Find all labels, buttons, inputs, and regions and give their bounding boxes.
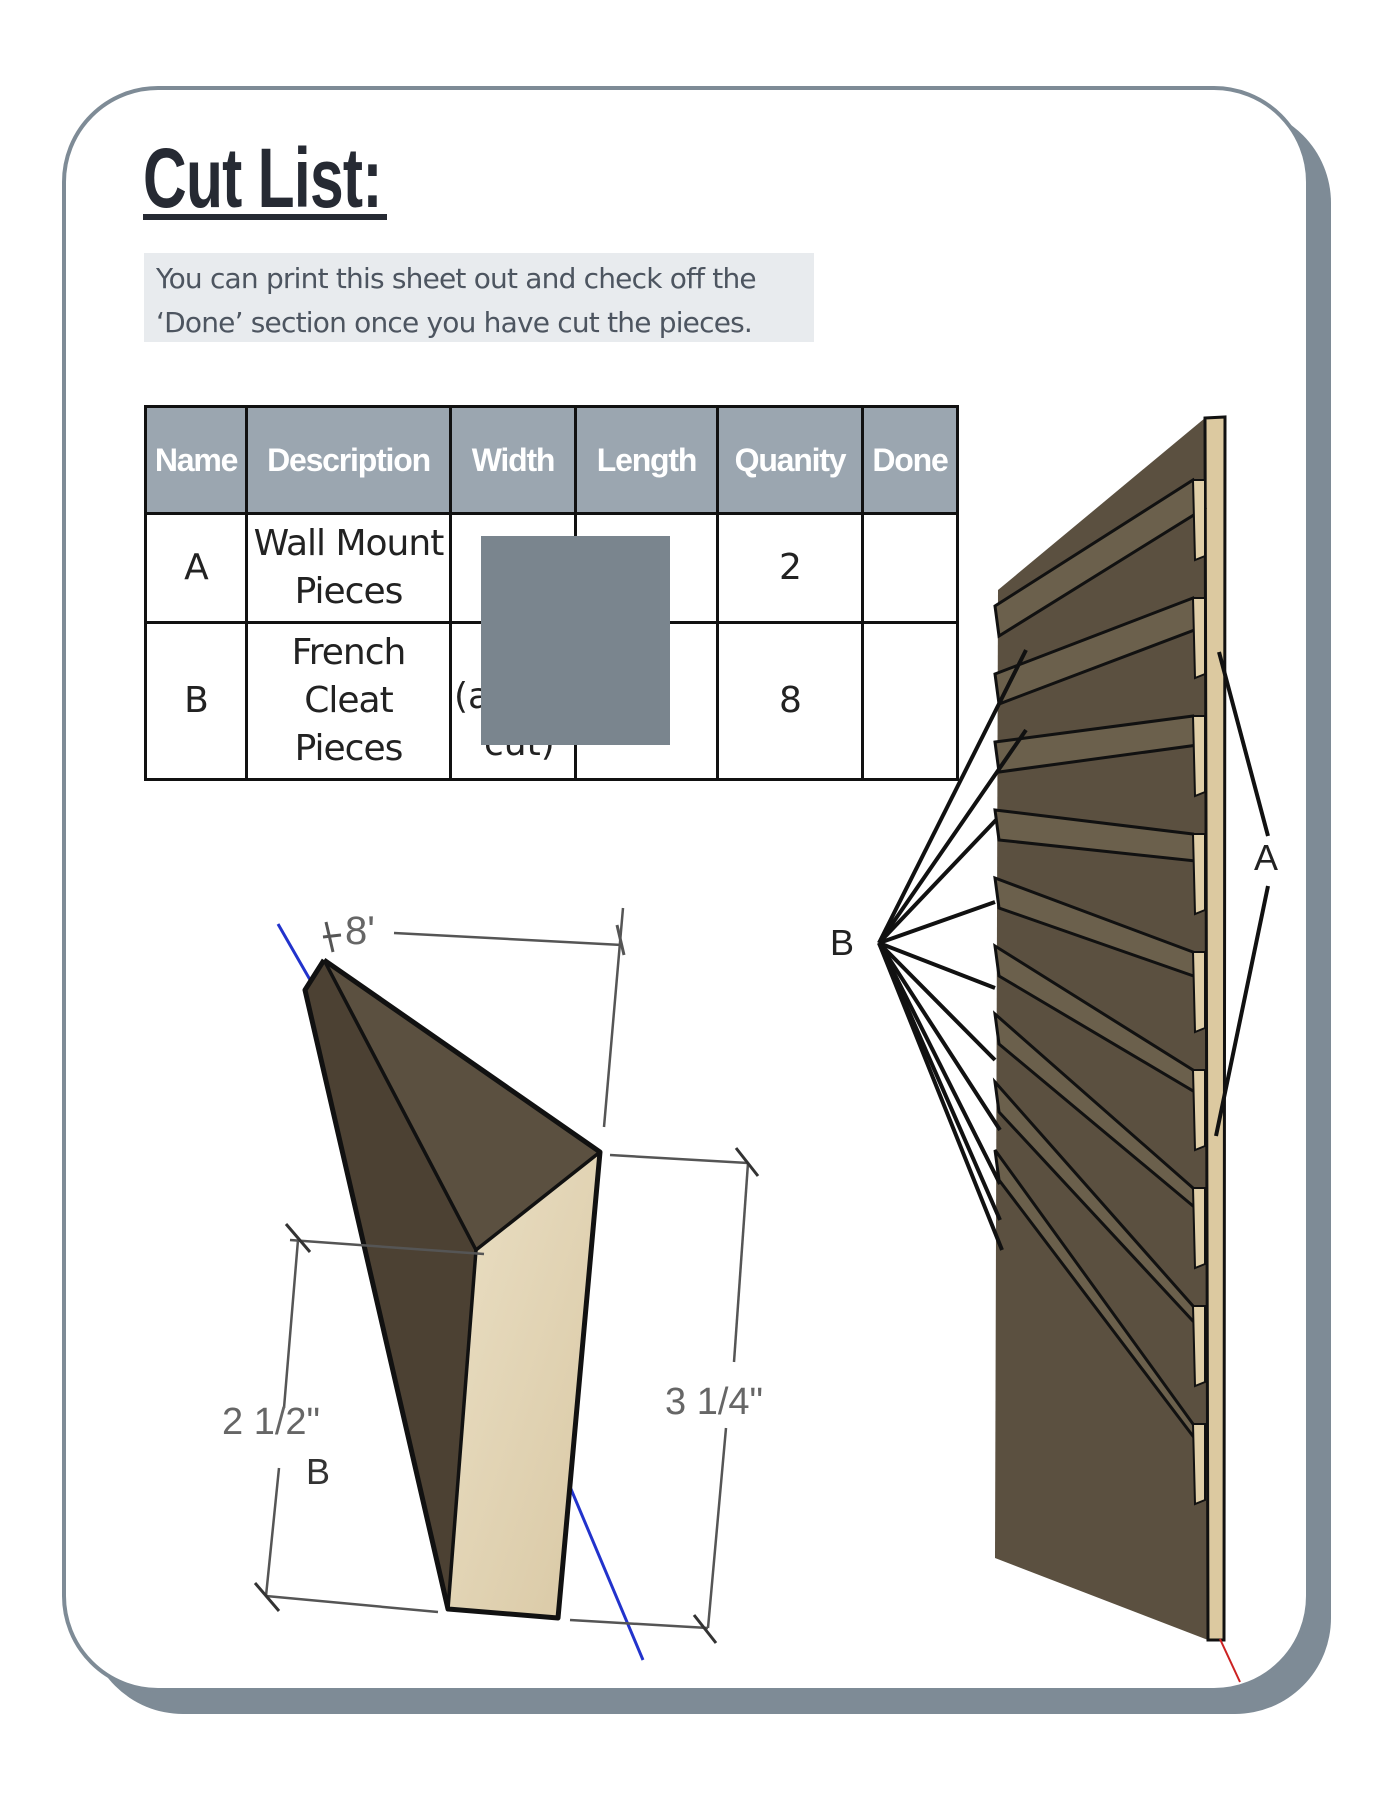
dim-length-line: [393, 931, 623, 947]
dim-length-tick-cross: [322, 933, 342, 939]
dim-height-line-upper: [282, 1239, 300, 1409]
leader-b-6: [877, 941, 997, 1062]
leader-b-3: [877, 818, 998, 945]
redaction-box: [481, 536, 670, 745]
dim-height-tick-bottom: [253, 1582, 281, 1612]
assembly-label-b: B: [830, 922, 854, 963]
cleat-4: [993, 808, 1208, 916]
instruction-note: You can print this sheet out and check o…: [144, 253, 814, 342]
cell-description: Wall Mount Pieces: [245, 512, 452, 624]
cleat-3: [993, 714, 1208, 798]
note-line-2: ‘Done’ section once you have cut the pie…: [156, 306, 753, 339]
cleat-9: [993, 1149, 1207, 1506]
dim-height-label: 2 1/2": [222, 1401, 320, 1443]
dim-width-tick-bottom: [692, 1614, 718, 1644]
cell-done-checkbox[interactable]: [861, 512, 959, 624]
cleat-6: [993, 943, 1209, 1152]
cleat-7: [992, 1010, 1207, 1270]
header-width: Width: [449, 405, 577, 515]
piece-label-b: B: [306, 1451, 330, 1492]
leader-b-2: [877, 728, 1028, 945]
header-length: Length: [574, 405, 719, 515]
desc-line-1: Wall Mount: [253, 523, 445, 564]
french-cleats: [992, 477, 1209, 1506]
note-line-1: You can print this sheet out and check o…: [156, 262, 757, 295]
cleat-end-face: [1191, 1069, 1206, 1152]
header-quantity: Quanity: [716, 405, 864, 515]
cleat-end-face: [448, 1152, 600, 1618]
dim-width-extension-bottom: [569, 1618, 709, 1630]
cleat-piece-drawing: 8' 2 1/2" B 3 1/4": [222, 907, 763, 1661]
cleat-end-face: [1191, 1305, 1206, 1388]
dim-width-label: 3 1/4": [665, 1381, 763, 1423]
dim-height-tick-top: [284, 1223, 312, 1253]
cell-quantity: 8: [716, 621, 864, 781]
leader-a-lower: [1214, 885, 1270, 1137]
cleat-outline: [302, 957, 603, 1621]
dim-length-extension: [602, 907, 625, 1128]
cleat-end-face: [1191, 833, 1206, 916]
cell-quantity: 2: [716, 512, 864, 624]
cell-description: French Cleat Pieces: [245, 621, 452, 781]
desc-line-1: French Cleat: [291, 632, 407, 721]
desc-line-2: Pieces: [294, 728, 404, 769]
axis-line-blue-bottom: [566, 1481, 645, 1661]
cleat-end-face: [1191, 1423, 1206, 1506]
dim-width-line-lower: [706, 1427, 728, 1629]
cleat-top-face: [324, 960, 600, 1250]
table-row: B French Cleat Pieces 8: [144, 621, 959, 781]
dim-length-label: 8': [345, 909, 375, 953]
cell-name: A: [144, 512, 248, 624]
dim-width-extension-top: [609, 1153, 749, 1165]
leader-lines-b: [877, 649, 1028, 1251]
cell-done-checkbox[interactable]: [861, 621, 959, 781]
header-name: Name: [144, 405, 248, 515]
dim-height-extension-top: [289, 1238, 485, 1256]
header-done: Done: [861, 405, 959, 515]
cleat-end-face: [1191, 951, 1206, 1034]
cleat-end-face: [1191, 715, 1206, 798]
axis-line-blue-top: [276, 923, 315, 986]
leader-a-upper: [1217, 651, 1270, 837]
wall-mount-edge: [1203, 415, 1227, 1642]
cleat-end-face: [1191, 479, 1206, 562]
header-description: Description: [245, 405, 452, 515]
cleat-end-face: [1191, 1187, 1206, 1270]
cleat-2: [993, 596, 1207, 707]
title-underline: [143, 214, 387, 220]
leader-b-10: [877, 942, 1004, 1251]
leader-b-5: [878, 941, 996, 990]
cleat-5: [993, 875, 1208, 1034]
page-title: Cut List:: [143, 131, 382, 225]
dim-width-line-upper: [732, 1162, 750, 1363]
table-header-row: Name Description Width Length Quanity Do…: [144, 405, 959, 515]
leader-b-7: [877, 941, 1002, 1132]
dim-height-extension-bottom: [265, 1594, 439, 1614]
cleat-8: [992, 1077, 1207, 1388]
dim-height-line-lower: [264, 1467, 281, 1597]
dim-length-tick-right: [615, 924, 626, 956]
leader-b-8: [877, 942, 1002, 1185]
assembly-label-a: A: [1254, 837, 1278, 878]
dim-width-tick-top: [734, 1147, 760, 1177]
axis-line-red: [1219, 1638, 1241, 1683]
wall-assembly-drawing: B A: [830, 415, 1278, 1683]
cleat-side-face: [305, 960, 476, 1609]
leader-b-1: [877, 649, 1028, 944]
leader-b-4: [878, 900, 996, 945]
desc-line-2: Pieces: [294, 571, 404, 612]
cell-name: B: [144, 621, 248, 781]
cleat-1: [993, 477, 1207, 639]
cleat-edge-vertical: [446, 1249, 478, 1610]
cleat-end-face: [1191, 597, 1206, 680]
